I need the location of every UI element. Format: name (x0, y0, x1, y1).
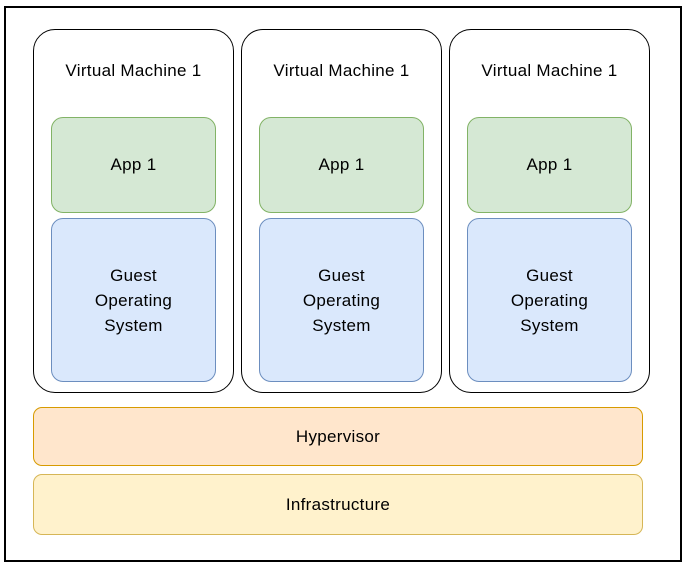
guest-os-label: Guest Operating System (94, 265, 173, 335)
app-label: App 1 (318, 155, 365, 174)
app-box: App 1 (467, 117, 632, 213)
vm-title: Virtual Machine 1 (273, 61, 410, 80)
hypervisor-layer: Hypervisor (33, 407, 643, 466)
vm-title: Virtual Machine 1 (65, 61, 202, 80)
infrastructure-layer: Infrastructure (33, 474, 643, 535)
guest-os-box: Guest Operating System (467, 218, 632, 382)
guest-os-box: Guest Operating System (51, 218, 216, 382)
guest-os-label: Guest Operating System (302, 265, 381, 335)
app-label: App 1 (526, 155, 573, 174)
infrastructure-label: Infrastructure (285, 494, 391, 514)
vm-card-1: Virtual Machine 1 App 1 Guest Operating … (33, 29, 234, 393)
app-label: App 1 (110, 155, 157, 174)
guest-os-label: Guest Operating System (510, 265, 589, 335)
guest-os-box: Guest Operating System (259, 218, 424, 382)
hypervisor-label: Hypervisor (295, 426, 381, 446)
vm-row: Virtual Machine 1 App 1 Guest Operating … (33, 29, 650, 393)
outer-frame: Virtual Machine 1 App 1 Guest Operating … (4, 6, 682, 562)
app-box: App 1 (259, 117, 424, 213)
vm-card-3: Virtual Machine 1 App 1 Guest Operating … (449, 29, 650, 393)
app-box: App 1 (51, 117, 216, 213)
vm-title: Virtual Machine 1 (481, 61, 618, 80)
vm-card-2: Virtual Machine 1 App 1 Guest Operating … (241, 29, 442, 393)
